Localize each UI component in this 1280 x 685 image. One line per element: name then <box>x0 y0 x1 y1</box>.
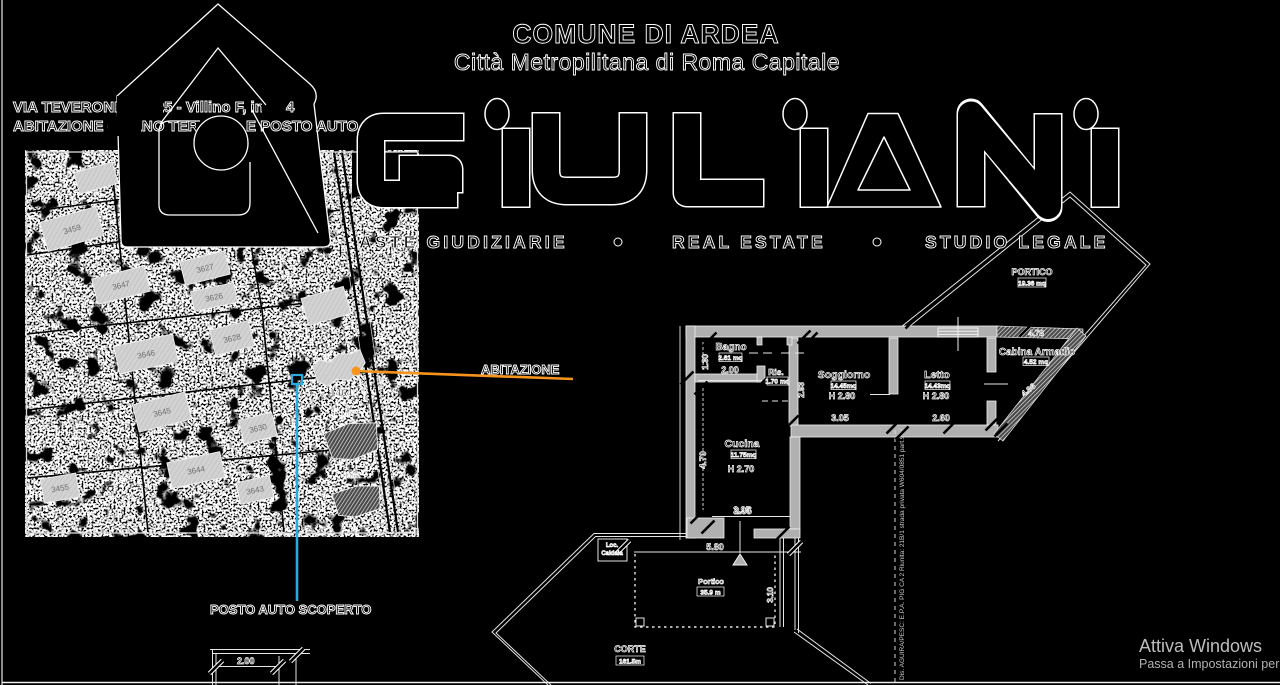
svg-text:3455: 3455 <box>51 482 71 494</box>
svg-text:4.78: 4.78 <box>1028 329 1044 338</box>
svg-text:14.45mq: 14.45mq <box>830 383 856 390</box>
svg-text:ABITAZIONE: ABITAZIONE <box>481 362 560 377</box>
svg-text:4: 4 <box>286 99 295 116</box>
svg-text:1.70 mq: 1.70 mq <box>765 379 789 386</box>
svg-text:H 2.70: H 2.70 <box>728 464 755 474</box>
svg-text:2.93: 2.93 <box>797 382 806 398</box>
svg-text:3644: 3644 <box>186 464 206 477</box>
svg-text:Portico: Portico <box>698 577 724 586</box>
svg-text:1463: 1463 <box>344 473 360 480</box>
svg-text:Caldaia: Caldaia <box>601 551 623 557</box>
svg-text:4.52 mq: 4.52 mq <box>1024 359 1048 366</box>
svg-text:PORTICO: PORTICO <box>1011 267 1052 277</box>
svg-text:4.70: 4.70 <box>698 451 708 469</box>
svg-text:3643: 3643 <box>245 484 265 497</box>
svg-text:3630: 3630 <box>248 422 268 435</box>
svg-text:Attiva Windows: Attiva Windows <box>1139 636 1262 656</box>
svg-text:3647: 3647 <box>111 279 131 292</box>
svg-text:Cucina: Cucina <box>724 438 759 450</box>
svg-text:Bagno: Bagno <box>715 342 746 353</box>
svg-text:2.61 mq: 2.61 mq <box>718 355 742 362</box>
svg-text:14.43mq: 14.43mq <box>924 383 950 390</box>
svg-text:161.5m: 161.5m <box>619 659 641 666</box>
svg-text:Cabina Armadio: Cabina Armadio <box>999 347 1075 358</box>
svg-text:1464: 1464 <box>330 388 353 399</box>
svg-text:19.36 mq: 19.36 mq <box>1018 281 1046 288</box>
svg-text:H 2.80: H 2.80 <box>829 391 856 401</box>
svg-text:35.9 m: 35.9 m <box>700 590 720 597</box>
svg-text:2.95: 2.95 <box>733 505 751 515</box>
svg-text:Città Metropilitana di Roma Ca: Città Metropilitana di Roma Capitale <box>454 49 840 75</box>
svg-text:3626: 3626 <box>204 291 224 304</box>
svg-text:Letto: Letto <box>924 369 950 381</box>
svg-text:2.00: 2.00 <box>237 656 255 666</box>
svg-text:ABITAZIONE - PIANO TERRENO E P: ABITAZIONE - PIANO TERRENO E POSTO AUTO <box>13 118 359 135</box>
svg-text:3627: 3627 <box>195 262 215 275</box>
svg-text:POSTO AUTO SCOPERTO: POSTO AUTO SCOPERTO <box>210 602 371 617</box>
svg-text:3.05: 3.05 <box>831 413 849 423</box>
svg-text:Passa a Impostazioni per att: Passa a Impostazioni per att <box>1139 657 1280 671</box>
svg-text:1.30: 1.30 <box>701 354 710 370</box>
svg-text:Loc.: Loc. <box>606 543 619 549</box>
svg-text:COMUNE DI ARDEA: COMUNE DI ARDEA <box>512 19 779 49</box>
svg-text:1467: 1467 <box>340 411 356 418</box>
svg-text:H 2.80: H 2.80 <box>923 391 950 401</box>
svg-text:STUDIO LEGALE: STUDIO LEGALE <box>925 232 1109 252</box>
svg-text:Dis. AGUIRA/PESC: E.P.A. PIG: Dis. AGUIRA/PESC: E.P.A. PIG CA 2 Riunit… <box>899 428 906 680</box>
svg-text:2.00: 2.00 <box>721 365 739 375</box>
svg-text:11.75mq: 11.75mq <box>731 452 757 459</box>
svg-text:2.60: 2.60 <box>932 413 950 423</box>
svg-text:Ris.: Ris. <box>768 367 784 377</box>
svg-text:3645: 3645 <box>152 406 172 419</box>
svg-text:3.10: 3.10 <box>766 587 775 603</box>
svg-text:3628: 3628 <box>222 332 242 345</box>
svg-text:ASTE GIUDIZIARIE: ASTE GIUDIZIARIE <box>359 232 568 252</box>
svg-text:3646: 3646 <box>136 348 156 361</box>
svg-text:5.80: 5.80 <box>706 542 724 552</box>
svg-text:2.95: 2.95 <box>734 506 752 516</box>
svg-text:REAL ESTATE: REAL ESTATE <box>672 232 826 252</box>
svg-text:Soggiorno: Soggiorno <box>818 369 871 381</box>
svg-text:CORTE: CORTE <box>614 644 646 654</box>
